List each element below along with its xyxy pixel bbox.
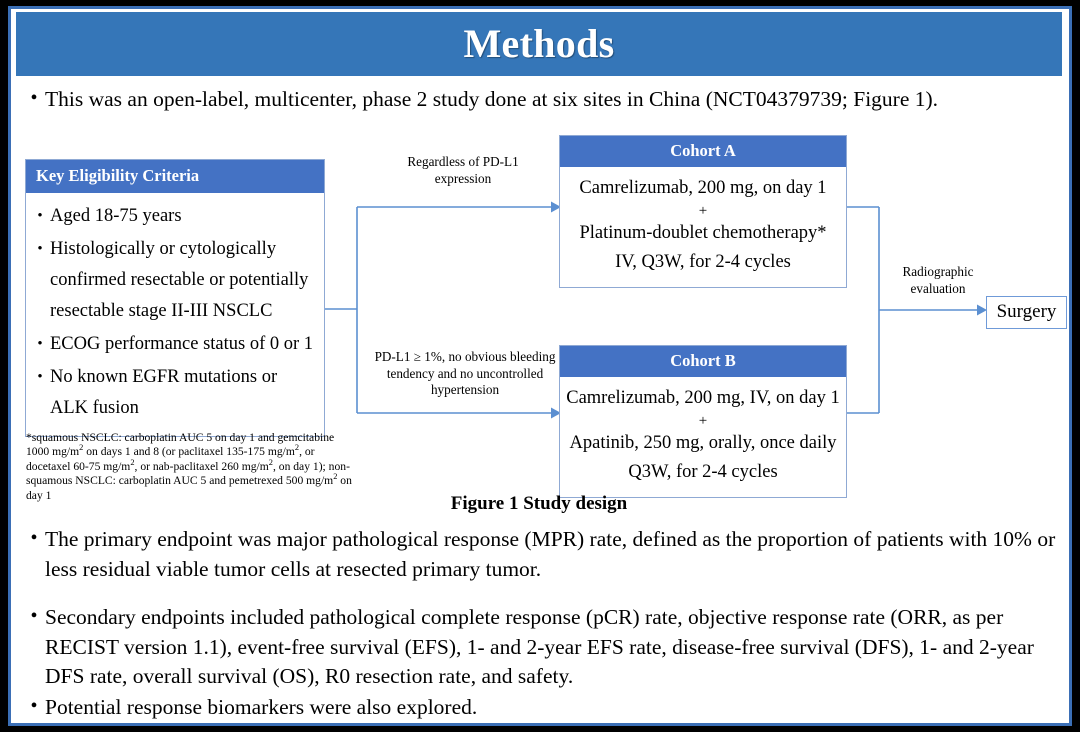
bullet-icon: • (37, 368, 43, 385)
eligibility-box-header: Key Eligibility Criteria (26, 160, 324, 193)
bullet-row-primary-endpoint: • The primary endpoint was major patholo… (23, 525, 1058, 584)
cohort-a-plus: + (698, 202, 708, 219)
footnote-sup: 2 (268, 457, 273, 467)
connector-label-bottom: PD-L1 ≥ 1%, no obvious bleeding tendency… (374, 349, 556, 397)
footnote-sup: 2 (333, 472, 338, 482)
bullet-icon: • (30, 527, 38, 549)
eligibility-item-text: No known EGFR mutations or ALK fusion (50, 366, 278, 418)
bullet-icon: • (37, 335, 43, 352)
slide-content-area: Methods • This was an open-label, multic… (8, 6, 1072, 726)
cohort-b-line-2: Apatinib, 250 mg, orally, once daily (569, 432, 837, 453)
eligibility-item-text: ECOG performance status of 0 or 1 (50, 333, 314, 354)
bullet-icon: • (30, 605, 38, 627)
bullet-icon: • (30, 87, 38, 109)
surgery-label: Surgery (996, 301, 1057, 322)
study-design-figure: Key Eligibility Criteria • Aged 18-75 ye… (11, 121, 1069, 502)
list-item: • Histologically or cytologically confir… (30, 234, 318, 327)
footnote-l3b: on day 1 (26, 474, 352, 502)
cohort-b-header: Cohort B (560, 346, 846, 377)
eligibility-item-text: Histologically or cytologically confirme… (50, 238, 309, 321)
footnote-l1b: on days 1 and 8 (or (83, 445, 176, 459)
footnote-l2c: , or nab-paclitaxel 260 mg/m (134, 459, 269, 473)
bullet-text-primary-endpoint: The primary endpoint was major pathologi… (45, 527, 1056, 581)
cohort-b-box: Cohort B Camrelizumab, 200 mg, IV, on da… (559, 345, 847, 498)
cohort-a-line-2: Platinum-doublet chemotherapy* (579, 222, 827, 243)
intro-bullet-text: This was an open-label, multicenter, pha… (45, 87, 939, 111)
list-item: • ECOG performance status of 0 or 1 (30, 329, 318, 360)
cohort-a-box: Cohort A Camrelizumab, 200 mg, on day 1 … (559, 135, 847, 288)
footnote-sup: 2 (79, 443, 84, 453)
bullet-icon: • (37, 207, 43, 224)
bullet-text-secondary-endpoints: Secondary endpoints included pathologica… (45, 605, 1034, 688)
footnote-l1a: *squamous NSCLC: carboplatin AUC 5 on da… (26, 431, 335, 459)
footnote-l2d: , on day 1); non- (272, 459, 350, 473)
footnote-l2b: , or docetaxel 60-75 mg/m (26, 445, 315, 473)
eligibility-criteria-box: Key Eligibility Criteria • Aged 18-75 ye… (25, 159, 325, 437)
slide-title-bar: Methods (16, 12, 1062, 76)
footnote-l2a: paclitaxel 135-175 mg/m (178, 445, 295, 459)
list-item: • No known EGFR mutations or ALK fusion (30, 362, 318, 424)
bullet-row-biomarkers: • Potential response biomarkers were als… (23, 693, 1058, 723)
page-title: Methods (463, 21, 615, 66)
eligibility-item-text: Aged 18-75 years (50, 205, 182, 226)
cohort-a-body: Camrelizumab, 200 mg, on day 1 + Platinu… (560, 167, 846, 287)
bullet-icon: • (30, 695, 38, 717)
bullet-icon: • (37, 240, 43, 257)
cohort-a-line-3: IV, Q3W, for 2-4 cycles (615, 251, 791, 272)
bullet-row-secondary-endpoints: • Secondary endpoints included pathologi… (23, 603, 1058, 692)
connector-label-top: Regardless of PD-L1 expression (407, 154, 519, 186)
cohort-b-plus: + (698, 412, 708, 429)
cohort-b-line-3: Q3W, for 2-4 cycles (628, 461, 778, 482)
intro-bullet-row: • This was an open-label, multicenter, p… (23, 85, 1053, 113)
footnote-sup: 2 (294, 443, 300, 453)
figure-caption: Figure 1 Study design (450, 493, 628, 514)
list-item: • Aged 18-75 years (30, 201, 318, 232)
cohort-b-line-1: Camrelizumab, 200 mg, IV, on day 1 (566, 387, 840, 408)
figure-footnote: *squamous NSCLC: carboplatin AUC 5 on da… (26, 431, 356, 503)
cohort-b-body: Camrelizumab, 200 mg, IV, on day 1 + Apa… (560, 377, 846, 497)
surgery-box: Surgery (986, 296, 1067, 329)
cohort-a-line-1: Camrelizumab, 200 mg, on day 1 (579, 177, 827, 198)
cohort-a-header: Cohort A (560, 136, 846, 167)
footnote-l3a: squamous NSCLC: carboplatin AUC 5 and pe… (26, 474, 334, 488)
bullet-text-biomarkers: Potential response biomarkers were also … (45, 695, 478, 719)
eligibility-criteria-list: • Aged 18-75 years • Histologically or c… (26, 193, 324, 436)
connector-label-right: Radiographic evaluation (902, 264, 974, 296)
footnote-sup: 2 (130, 457, 135, 467)
